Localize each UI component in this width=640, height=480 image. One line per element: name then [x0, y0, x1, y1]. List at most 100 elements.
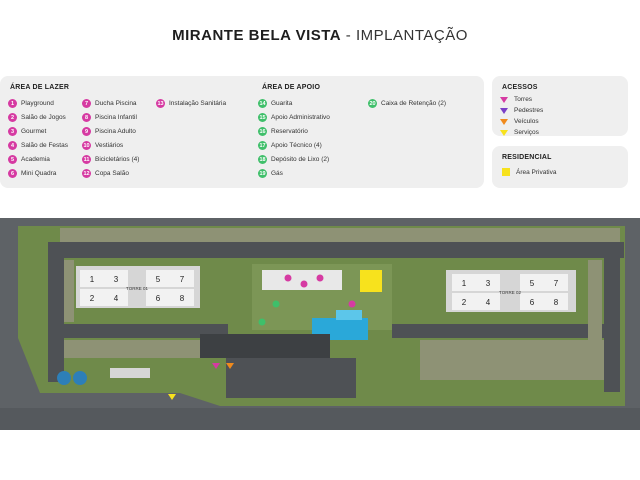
- road-right: [604, 242, 620, 392]
- tower-02-unit-2: 2: [462, 298, 467, 307]
- legend-item-acessos: Serviços: [500, 129, 539, 136]
- tower-01-unit-5: 5: [156, 275, 161, 284]
- entrance-plaza: [200, 334, 330, 358]
- legend-residencial-item: Área Privativa: [502, 168, 556, 176]
- legend-label: Gás: [271, 170, 283, 177]
- legend-number: 9: [82, 127, 91, 136]
- legend-item-acessos: Torres: [500, 96, 532, 103]
- legend-label: Mini Quadra: [21, 170, 57, 177]
- reservoir-tank: [57, 371, 71, 385]
- tower-02: 1 3 5 7 2 4 6 8 TORRE 02: [446, 270, 576, 312]
- legend-number: 6: [8, 169, 17, 178]
- reservoir-tank: [73, 371, 87, 385]
- legend-number: 15: [258, 113, 267, 122]
- legend-number: 12: [82, 169, 91, 178]
- legend-number: 1: [8, 99, 17, 108]
- triangle-marker-icon: [500, 129, 508, 136]
- tower-02-unit: [520, 293, 544, 310]
- tower-02-unit: [452, 293, 476, 310]
- tower-01-unit-8: 8: [180, 294, 185, 303]
- legend-item-lazer: 7 Ducha Piscina: [82, 99, 137, 108]
- title-main: MIRANTE BELA VISTA: [172, 27, 342, 44]
- street-bottom: [0, 408, 640, 430]
- tower-01-unit: [104, 289, 128, 306]
- legend-apoio-heading: ÁREA DE APOIO: [262, 84, 321, 91]
- tower-02-unit: [452, 274, 476, 291]
- legend-label: Caixa de Retenção (2): [381, 100, 447, 107]
- legend-label: Gourmet: [21, 128, 47, 135]
- legend-number: 13: [156, 99, 165, 108]
- legend-label: Torres: [514, 96, 533, 103]
- tower-01-label: TORRE 01: [126, 286, 148, 291]
- legend-label: Ducha Piscina: [95, 100, 137, 107]
- legend-residencial-heading: RESIDENCIAL: [502, 154, 552, 161]
- tower-01-unit: [170, 289, 194, 306]
- tower-02-unit-1: 1: [462, 279, 467, 288]
- tower-access-marker: [212, 363, 220, 369]
- tower-01-unit: [146, 289, 170, 306]
- legend-label: Academia: [21, 156, 50, 163]
- tower-01-unit: [80, 289, 104, 306]
- legend-label: Salão de Festas: [21, 142, 68, 149]
- legend-item-apoio: 15 Apoio Administrativo: [258, 113, 330, 122]
- legend-label: Piscina Infantil: [95, 114, 137, 121]
- legend-item-lazer: 13 Instalação Sanitária: [156, 99, 226, 108]
- tower-02-unit: [544, 293, 568, 310]
- legend-item-acessos: Veículos: [500, 118, 539, 125]
- road-mid-left: [48, 324, 228, 338]
- legend-number: 10: [82, 141, 91, 150]
- parking-bottom-right: [420, 340, 604, 380]
- pool-children: [336, 310, 362, 320]
- entrance-road: [226, 358, 356, 398]
- road-top: [48, 242, 624, 258]
- site-plan: 1 3 5 7 2 4 6 8 TORRE 01: [0, 218, 640, 430]
- tower-02-unit: [520, 274, 544, 291]
- legend-item-lazer: 6 Mini Quadra: [8, 169, 56, 178]
- title-sub: IMPLANTAÇÃO: [355, 27, 468, 44]
- vehicle-access-marker: [226, 363, 234, 369]
- tower-01-unit-1: 1: [90, 275, 95, 284]
- tower-02-unit-8: 8: [554, 298, 559, 307]
- tower-02-unit: [476, 293, 500, 310]
- triangle-marker-icon: [500, 96, 508, 103]
- parking-top: [60, 228, 620, 242]
- legend-number: 7: [82, 99, 91, 108]
- legend-item-acessos: Pedestres: [500, 107, 543, 114]
- legend-label: Bicicletários (4): [95, 156, 140, 163]
- legend-label: Playground: [21, 100, 54, 107]
- legend-number: 17: [258, 141, 267, 150]
- tower-01-unit-2: 2: [90, 294, 95, 303]
- legend-label: Instalação Sanitária: [169, 100, 227, 107]
- tower-01-unit-6: 6: [156, 294, 161, 303]
- playground-area: [360, 270, 382, 292]
- legend-label: Serviços: [514, 129, 539, 136]
- legend-label: Apoio Administrativo: [271, 114, 330, 121]
- legend-number: 14: [258, 99, 267, 108]
- tower-01-unit: [80, 270, 104, 287]
- leisure-marker: [348, 300, 356, 308]
- parking-left: [64, 260, 74, 322]
- legend-item-apoio: 19 Gás: [258, 169, 283, 178]
- leisure-marker: [300, 280, 308, 288]
- parking-bottom-left: [64, 340, 224, 358]
- tower-01-unit-3: 3: [114, 275, 119, 284]
- legend-number: 19: [258, 169, 267, 178]
- parking-right: [588, 260, 602, 380]
- legend-residencial: RESIDENCIAL Área Privativa: [492, 146, 628, 188]
- legend-label: Pedestres: [514, 107, 544, 114]
- legend-number: 3: [8, 127, 17, 136]
- tower-01-unit: [146, 270, 170, 287]
